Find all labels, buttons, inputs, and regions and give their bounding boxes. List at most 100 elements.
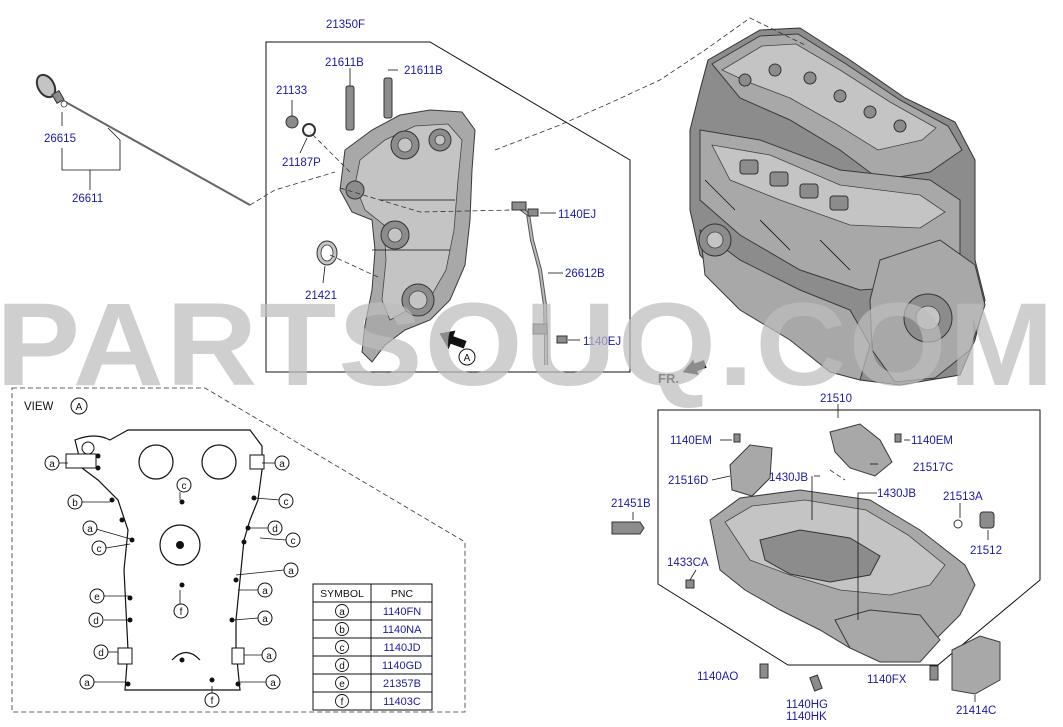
engine-leader-line	[494, 17, 806, 151]
svg-text:c: c	[182, 481, 187, 492]
callout-d-3: d	[93, 644, 109, 660]
callout-b-1: b	[67, 494, 83, 510]
svg-text:c: c	[97, 544, 102, 555]
callout-f-1: f	[173, 603, 189, 619]
legend-pnc-1140FN[interactable]: 1140FN	[383, 606, 421, 618]
legend-header-symbol: SYMBOL	[320, 588, 364, 600]
view-a-cover-outline	[65, 429, 265, 691]
part-label-1433CA[interactable]: 1433CA	[667, 557, 709, 569]
part-label-21510[interactable]: 21510	[820, 393, 852, 405]
callout-a-6: a	[257, 610, 273, 626]
timing-cover-frame	[265, 41, 631, 373]
callout-c-4: c	[285, 532, 301, 548]
svg-text:c: c	[284, 497, 289, 508]
part-label-1140EJ-lower[interactable]: 1140EJ	[583, 336, 621, 348]
svg-text:a: a	[87, 524, 93, 535]
svg-text:c: c	[291, 536, 296, 547]
part-label-1430JB-left[interactable]: 1430JB	[769, 472, 808, 484]
dipstick-leaders	[61, 112, 121, 171]
timing-cover-illustration	[285, 77, 568, 365]
part-label-21513A[interactable]: 21513A	[943, 491, 983, 503]
legend-symbol-a: a	[339, 607, 345, 618]
callout-a-5: a	[257, 582, 273, 598]
oil-pan-leaders	[632, 404, 989, 702]
svg-text:d: d	[98, 648, 104, 659]
view-a-callouts: a a b c c a c d c a e a f d a d a a a f	[44, 455, 301, 708]
part-label-21516D[interactable]: 21516D	[668, 475, 708, 487]
part-label-1430JB-right[interactable]: 1430JB	[877, 488, 916, 500]
part-label-21187P[interactable]: 21187P	[282, 157, 321, 169]
svg-text:f: f	[211, 696, 214, 707]
view-a-title-ref: A	[76, 402, 83, 413]
symbol-legend-table: SYMBOL PNC a b c d e f 1140FN 1140NA 114…	[312, 583, 433, 711]
part-label-21414C[interactable]: 21414C	[956, 705, 996, 717]
part-label-1140EM-right[interactable]: 1140EM	[911, 435, 953, 447]
callout-c-2: c	[278, 493, 294, 509]
svg-text:a: a	[49, 459, 55, 470]
svg-text:a: a	[279, 459, 285, 470]
oil-pan-illustration	[611, 423, 1001, 695]
engine-assembly-illustration	[689, 27, 986, 386]
callout-d-2: d	[88, 612, 104, 628]
svg-text:a: a	[266, 651, 272, 662]
legend-pnc-1140NA[interactable]: 1140NA	[383, 624, 423, 636]
view-a-callout-leaders	[59, 462, 287, 693]
svg-text:a: a	[288, 566, 294, 577]
svg-text:f: f	[180, 607, 183, 618]
part-label-21421[interactable]: 21421	[305, 290, 337, 302]
callout-e-1: e	[89, 588, 105, 604]
part-label-21512[interactable]: 21512	[970, 545, 1002, 557]
front-direction-indicator: FR.	[658, 359, 707, 386]
svg-text:d: d	[272, 524, 278, 535]
legend-pnc-11403C[interactable]: 11403C	[383, 696, 421, 708]
timing-cover-leaders	[291, 68, 580, 341]
callout-a-2: a	[274, 455, 290, 471]
legend-pnc-1140GD[interactable]: 1140GD	[382, 660, 422, 672]
callout-a-8: a	[79, 674, 95, 690]
view-a-frame	[11, 387, 466, 713]
part-label-1140AO[interactable]: 1140AO	[697, 671, 738, 683]
part-label-1140EJ-upper[interactable]: 1140EJ	[558, 209, 596, 221]
legend-symbol-e: e	[339, 679, 345, 690]
part-labels: 21350F 21611B 21611B 21133 21187P 26615 …	[44, 19, 1002, 723]
callout-f-2: f	[204, 692, 220, 708]
oil-pan-frame	[657, 409, 1041, 666]
legend-pnc-21357B[interactable]: 21357B	[383, 678, 421, 690]
callout-a-7: a	[261, 647, 277, 663]
part-label-21451B[interactable]: 21451B	[611, 498, 651, 510]
svg-text:a: a	[262, 614, 268, 625]
part-label-21517C[interactable]: 21517C	[913, 462, 953, 474]
callout-c-3: c	[91, 540, 107, 556]
legend-symbol-f: f	[341, 697, 344, 708]
callout-a-4: a	[283, 562, 299, 578]
part-label-26615[interactable]: 26615	[44, 133, 76, 145]
part-label-1140HK[interactable]: 1140HK	[786, 711, 827, 723]
part-label-1140HG[interactable]: 1140HG	[786, 699, 828, 711]
part-label-21133[interactable]: 21133	[276, 85, 307, 97]
callout-c-1: c	[176, 477, 192, 493]
callout-a-1: a	[44, 455, 60, 471]
svg-text:a: a	[262, 586, 268, 597]
part-label-1140EM-left[interactable]: 1140EM	[670, 435, 712, 447]
front-label: FR.	[658, 371, 679, 386]
part-label-21350F[interactable]: 21350F	[326, 19, 365, 31]
part-label-21611B-left[interactable]: 21611B	[325, 57, 364, 69]
part-label-26612B[interactable]: 26612B	[565, 268, 605, 280]
svg-text:b: b	[72, 498, 78, 509]
part-label-1140FX[interactable]: 1140FX	[867, 674, 907, 686]
legend-symbol-c: c	[340, 643, 345, 654]
part-label-26611[interactable]: 26611	[72, 193, 103, 205]
svg-text:a: a	[270, 678, 276, 689]
callout-a-3: a	[82, 520, 98, 536]
watermark-text: PARTSOUQ.COM	[0, 279, 1056, 411]
legend-header-pnc: PNC	[391, 588, 414, 600]
oil-dipstick-illustration	[35, 73, 336, 206]
part-label-21611B-right[interactable]: 21611B	[404, 65, 443, 77]
callout-a-9: a	[265, 674, 281, 690]
legend-symbol-b: b	[339, 625, 345, 636]
view-a-arrow: A	[439, 330, 476, 366]
view-a-arrow-ref: A	[464, 353, 471, 364]
legend-symbol-d: d	[339, 661, 345, 672]
legend-pnc-1140JD[interactable]: 1140JD	[383, 642, 420, 654]
